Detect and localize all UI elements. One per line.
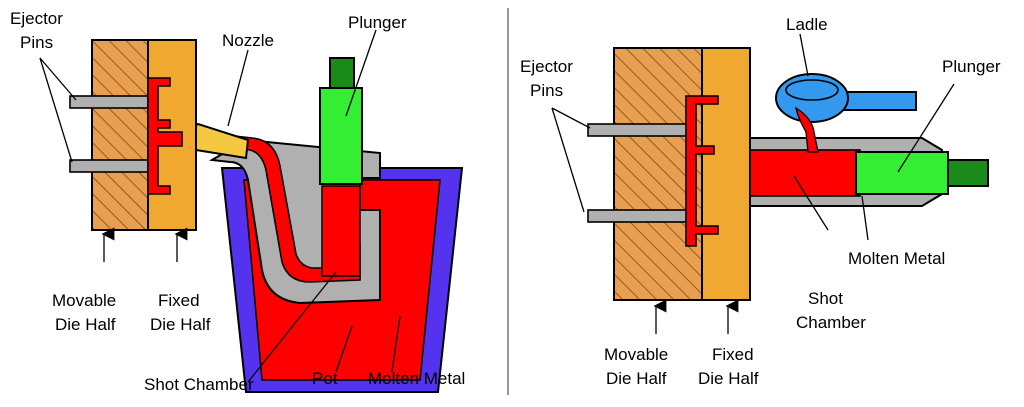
right-die-cavity-casting (685, 95, 719, 247)
left-movable-label-2: Die Half (55, 315, 116, 334)
left-nozzle-label: Nozzle (222, 31, 274, 50)
right-fixed-label-1: Fixed (712, 345, 754, 364)
left-fixed-label-2: Die Half (150, 315, 211, 334)
left-ejector-label-1: Ejector (10, 9, 63, 28)
right-movable-label-1: Movable (604, 345, 668, 364)
right-movable-label-2: Die Half (606, 369, 667, 388)
ladle-rim (785, 79, 839, 101)
right-plunger-rod (947, 159, 989, 187)
right-ejector-pin-top (587, 123, 689, 137)
die-cavity-casting (147, 77, 183, 195)
right-fixed-die-half (701, 47, 751, 301)
right-shot-label-2: Chamber (796, 313, 866, 332)
left-plunger-label: Plunger (348, 13, 407, 32)
right-ejector-label-1: Ejector (520, 57, 573, 76)
right-ejector-pin-bottom (587, 209, 689, 223)
right-plunger-label: Plunger (942, 57, 1001, 76)
left-leader-lines (39, 29, 401, 383)
ejector-pin-bottom (69, 159, 149, 173)
left-fixed-label-1: Fixed (158, 291, 200, 310)
movable-die-half (91, 39, 149, 231)
right-leader-lines (551, 33, 955, 241)
plunger-rod (329, 57, 355, 89)
left-movable-label-1: Movable (52, 291, 116, 310)
left-molten-metal-label: Molten Metal (368, 369, 465, 388)
left-pot-label: Pot (312, 369, 338, 388)
shot-chamber-metal (321, 185, 361, 277)
right-fixed-label-2: Die Half (698, 369, 759, 388)
ejector-pin-top (69, 95, 149, 109)
ladle-pour-stream (795, 106, 819, 153)
plunger-head (319, 87, 363, 185)
right-plunger-head (855, 151, 949, 195)
left-shot-chamber-label: Shot Chamber (144, 375, 254, 394)
left-diagram: Ejector Pins Nozzle Plunger Movable Die … (10, 9, 465, 394)
right-ejector-label-2: Pins (530, 81, 563, 100)
right-ladle-label: Ladle (786, 15, 828, 34)
ladle (775, 73, 917, 153)
right-shot-label-1: Shot (808, 289, 843, 308)
left-ejector-label-2: Pins (20, 33, 53, 52)
right-molten-metal-label: Molten Metal (848, 249, 945, 268)
right-diagram: Ejector Pins Ladle Plunger Molten Metal … (520, 15, 1001, 388)
